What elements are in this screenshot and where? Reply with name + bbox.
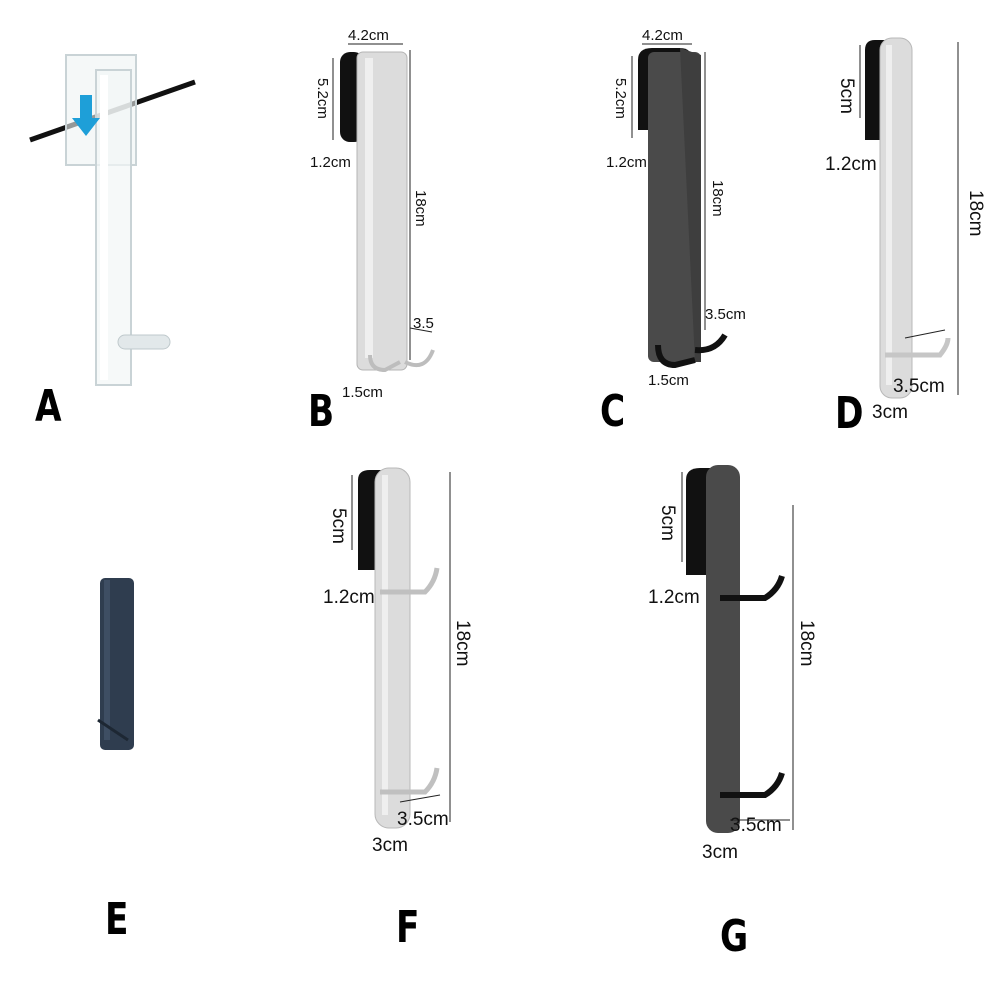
label-a: A <box>35 381 62 432</box>
dim-d-hook-depth: 3cm <box>872 402 908 423</box>
dim-b-width: 4.2cm <box>348 27 389 44</box>
dim-d-hook: 3.5cm <box>893 376 945 397</box>
dim-f-hook: 3.5cm <box>397 809 449 830</box>
label-e: E <box>105 894 129 945</box>
dim-b-height: 18cm <box>412 190 429 227</box>
dim-g-cap: 5cm <box>657 505 678 541</box>
black-double-hook-illustration <box>681 465 794 833</box>
dim-b-hook-depth: 1.5cm <box>342 384 383 401</box>
panel-e: E <box>0 470 250 1000</box>
dim-f-hook-depth: 3cm <box>372 835 408 856</box>
dim-c-gap: 1.2cm <box>606 154 647 171</box>
dim-c-hook: 3.5cm <box>705 306 746 323</box>
navy-clip-illustration <box>97 578 134 750</box>
dim-d-gap: 1.2cm <box>825 154 877 175</box>
label-g: G <box>720 911 749 962</box>
panel-b: 4.2cm 5.2cm 1.2cm 18cm 3.5 1.5cm B <box>250 0 500 470</box>
panel-f: 5cm 1.2cm 18cm 3.5cm 3cm F <box>300 450 530 990</box>
dim-d-height: 18cm <box>965 190 986 237</box>
steel-hook-b-illustration <box>332 43 435 373</box>
dim-g-hook: 3.5cm <box>730 815 782 836</box>
panel-a: A <box>0 0 250 470</box>
dim-g-hook-depth: 3cm <box>702 842 738 863</box>
dim-c-hook-depth: 1.5cm <box>648 372 689 389</box>
dim-g-gap: 1.2cm <box>648 587 700 608</box>
panel-d: 5cm 1.2cm 18cm 3.5cm 3cm D <box>790 0 1000 470</box>
dim-b-gap: 1.2cm <box>310 154 351 171</box>
dim-f-gap: 1.2cm <box>323 587 375 608</box>
panel-g: 5cm 1.2cm 18cm 3.5cm 3cm G <box>630 450 880 990</box>
dim-c-cap: 5.2cm <box>612 78 629 119</box>
dim-c-height: 18cm <box>709 180 726 217</box>
dim-f-cap: 5cm <box>328 508 349 544</box>
dim-b-cap: 5.2cm <box>314 78 331 119</box>
acrylic-hook-illustration <box>29 54 196 386</box>
dim-f-height: 18cm <box>452 620 473 667</box>
dim-c-width: 4.2cm <box>642 27 683 44</box>
steel-hook-d-illustration <box>859 37 959 399</box>
steel-double-hook-illustration <box>351 467 451 829</box>
panel-c: 4.2cm 5.2cm 1.2cm 18cm 3.5cm 1.5cm C <box>520 0 790 470</box>
dim-g-height: 18cm <box>796 620 817 667</box>
black-hook-c-illustration <box>631 43 728 369</box>
dim-b-hook: 3.5 <box>413 315 434 332</box>
label-c: C <box>600 386 626 437</box>
label-d: D <box>835 388 864 439</box>
label-b: B <box>308 386 335 437</box>
label-f: F <box>396 902 420 953</box>
dim-d-cap: 5cm <box>836 78 857 114</box>
